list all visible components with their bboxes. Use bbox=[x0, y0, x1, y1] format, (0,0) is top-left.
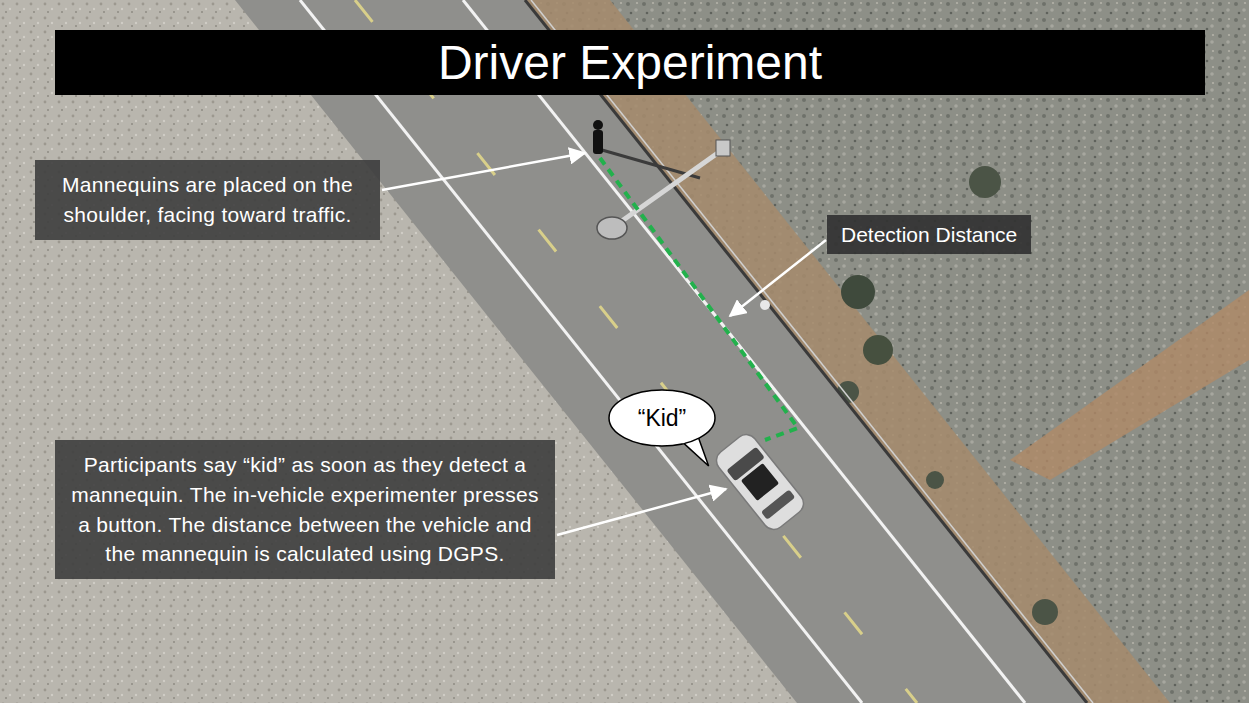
bubble-joint bbox=[682, 435, 695, 442]
node-text: Mannequins are placed on the shoulder, f… bbox=[49, 170, 366, 230]
mannequin bbox=[593, 120, 603, 130]
center-line bbox=[355, 0, 917, 703]
dirt-track bbox=[1010, 290, 1249, 480]
vehicle bbox=[712, 430, 808, 534]
lane-line bbox=[463, 0, 1025, 703]
callout-box: Detection Distance bbox=[827, 215, 1031, 254]
shrub bbox=[926, 471, 944, 489]
vehicle-body bbox=[712, 430, 808, 534]
mannequin bbox=[593, 130, 603, 154]
node-text: “Kid” bbox=[638, 405, 687, 432]
shrub bbox=[1032, 599, 1058, 625]
shrub bbox=[969, 166, 1001, 198]
guardrail bbox=[525, 0, 1087, 703]
shrub bbox=[863, 335, 893, 365]
node-text: Participants say “kid” as soon as they d… bbox=[69, 450, 541, 569]
road bbox=[235, 0, 1087, 703]
rear-window bbox=[761, 489, 795, 519]
node-text: Detection Distance bbox=[841, 221, 1017, 248]
callout-box: Participants say “kid” as soon as they d… bbox=[55, 440, 555, 579]
leader-arrow bbox=[730, 240, 826, 316]
title: Driver Experiment bbox=[55, 30, 1205, 95]
speech-bubble: “Kid” bbox=[607, 388, 717, 448]
shrub bbox=[841, 275, 875, 309]
sunroof bbox=[741, 463, 779, 501]
post bbox=[760, 300, 770, 310]
title-band bbox=[55, 30, 1205, 95]
luminaire bbox=[597, 217, 627, 239]
pole-base bbox=[716, 140, 730, 156]
light-pole bbox=[612, 150, 722, 228]
bubble-ellipse bbox=[609, 390, 715, 446]
leader-arrow bbox=[557, 489, 726, 535]
leader-arrow bbox=[382, 153, 585, 190]
lane-line bbox=[300, 0, 862, 703]
callout-box: Mannequins are placed on the shoulder, f… bbox=[35, 160, 380, 240]
guardrail bbox=[531, 0, 1093, 703]
